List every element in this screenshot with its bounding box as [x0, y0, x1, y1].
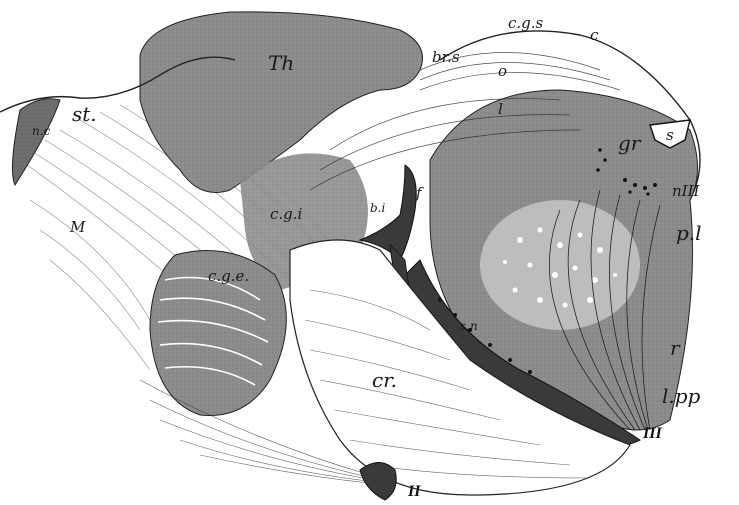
- optic-tract-tip: [360, 463, 396, 501]
- label-l: l: [498, 100, 503, 118]
- label-m: M: [69, 218, 86, 236]
- label-r: r: [670, 336, 681, 360]
- label-sn: s.n: [460, 319, 478, 333]
- red-nucleus-area: [480, 200, 640, 330]
- label-brs: br.s: [432, 48, 460, 66]
- label-c: c: [590, 26, 599, 44]
- label-f: f: [415, 184, 424, 202]
- label-cgs: c.g.s: [508, 14, 544, 32]
- label-n3: nIII: [672, 182, 701, 200]
- label-bi: b.i: [370, 201, 385, 215]
- label-cge: c.g.e.: [208, 267, 249, 285]
- label-cr: cr.: [372, 368, 397, 392]
- label-s: s: [666, 126, 674, 144]
- label-o: o: [498, 62, 507, 80]
- label-iii: III: [642, 425, 662, 442]
- label-gr: gr: [618, 131, 642, 155]
- nucleus-caudatus-shape: [12, 99, 60, 185]
- label-th: Th: [268, 51, 294, 75]
- label-nc: n.c: [32, 124, 51, 138]
- label-cgi: c.g.i: [270, 205, 303, 223]
- label-ii: II: [407, 483, 421, 500]
- label-st: st.: [72, 102, 97, 126]
- label-pl: p.l: [676, 221, 702, 245]
- label-lpp: l.pp: [662, 384, 701, 408]
